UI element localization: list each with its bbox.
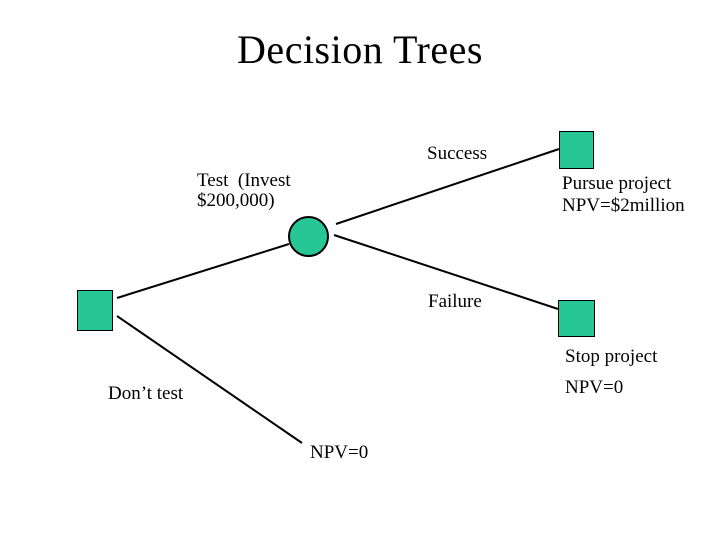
label-dont-test: Don’t test bbox=[108, 383, 184, 404]
decision-node-root bbox=[77, 290, 113, 331]
edge-dont-test-branch bbox=[116, 315, 303, 444]
label-dont-test-npv: NPV=0 bbox=[310, 442, 369, 463]
edge-failure-branch bbox=[333, 234, 559, 310]
edge-test-branch bbox=[116, 243, 290, 299]
decision-node-success-outcome bbox=[559, 131, 594, 169]
label-stop-npv: NPV=0 bbox=[565, 377, 624, 398]
decision-node-failure-outcome bbox=[558, 300, 595, 337]
label-pursue-npv: NPV=$2million bbox=[562, 195, 685, 216]
label-success: Success bbox=[427, 143, 488, 164]
chance-node-test bbox=[288, 216, 329, 257]
label-failure: Failure bbox=[428, 291, 482, 312]
edge-success-branch bbox=[335, 148, 560, 225]
label-test-line1: Test (Invest bbox=[197, 170, 291, 191]
label-stop-project: Stop project bbox=[565, 346, 658, 367]
label-test-line2: $200,000) bbox=[197, 190, 275, 211]
label-pursue-project: Pursue project bbox=[562, 173, 672, 194]
slide-title: Decision Trees bbox=[237, 27, 483, 72]
